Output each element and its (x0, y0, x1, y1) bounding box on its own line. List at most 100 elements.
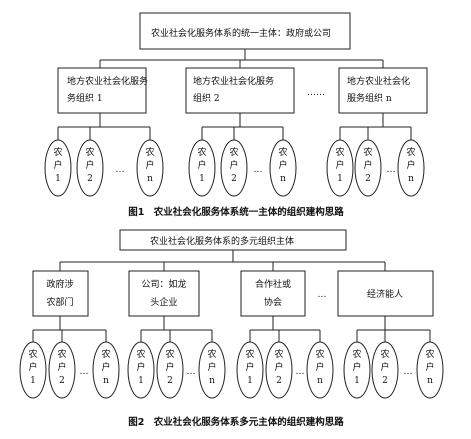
farmer-label: 农 (425, 348, 434, 360)
farmer-label: 农 (85, 146, 94, 158)
farmer-label: n (427, 376, 433, 386)
fig2-org-2-line2: 头企业 (150, 296, 177, 308)
farmer-label: 农 (335, 146, 344, 158)
farmer-label: 2 (167, 376, 173, 386)
fig2-org-box-government (32, 270, 89, 317)
farmer-label: 2 (87, 174, 93, 184)
fig1-farmer-3-1 (326, 139, 354, 197)
fig2-org-1-line2: 农部门 (46, 296, 73, 308)
fig1-farmer-2-n (269, 139, 297, 197)
fig1-org-n-line1: 地方农业社会化 (347, 75, 410, 87)
farmer-label: 农 (274, 348, 283, 360)
farmer-label: 农 (136, 348, 145, 360)
fig2-org-box-able-person (337, 270, 434, 317)
farmer-gap-dots: … (116, 165, 125, 175)
fig2-caption: 图2 农业社会化服务体系多元主体的组织建构思路 (128, 416, 344, 428)
farmer-label: 1 (138, 376, 144, 386)
fig1-caption: 图1 农业社会化服务体系统一主体的组织建构思路 (128, 206, 344, 218)
fig2-org-1-line1: 政府涉 (46, 278, 73, 290)
farmer-label: 农 (406, 146, 415, 158)
fig1-farmer-1-2 (76, 139, 104, 197)
farmer-label: 1 (199, 174, 205, 184)
fig2-farmer-1-1 (19, 341, 47, 399)
fig2-farmer-groups: 农户1农户2农户n…农户1农户2农户n…农户1农户2农户n…农户1农户2农户n… (19, 330, 444, 399)
farmer-label: 1 (247, 376, 253, 386)
farmer-label: 农 (352, 348, 361, 360)
farmer-label: 户 (53, 159, 62, 171)
fig2-farmer-1-n (92, 341, 120, 399)
farmer-label: 户 (245, 361, 254, 373)
farmer-label: 户 (101, 361, 110, 373)
farmer-label: 户 (363, 159, 372, 171)
farmer-gap-dots: … (254, 165, 263, 175)
farmer-label: n (317, 376, 323, 386)
farmer-label: 农 (145, 146, 154, 158)
fig1-farmer-2-1 (188, 139, 216, 197)
fig2-farmer-2-1 (127, 341, 155, 399)
fig1-farmer-1-n (136, 139, 164, 197)
farmer-label: 户 (335, 159, 344, 171)
fig1-farmer-3-2 (354, 139, 382, 197)
farmer-label: 1 (337, 174, 343, 184)
farmer-label: 户 (57, 361, 66, 373)
farmer-label: 户 (145, 159, 154, 171)
farmer-label: 2 (59, 376, 65, 386)
fig2-farmer-4-2 (371, 341, 399, 399)
farmer-label: 1 (354, 376, 360, 386)
farmer-label: 户 (229, 159, 238, 171)
farmer-label: 户 (425, 361, 434, 373)
fig1-org-2-line2: 组织 2 (193, 92, 220, 104)
farmer-label: 户 (28, 361, 37, 373)
fig2-farmer-4-n (416, 341, 444, 399)
fig2-org-box-cooperative (240, 270, 306, 317)
fig2-farmer-2-2 (156, 341, 184, 399)
farmer-label: 户 (85, 159, 94, 171)
farmer-label: 农 (207, 348, 216, 360)
fig2-org-box-company (128, 270, 200, 317)
farmer-label: 1 (55, 174, 61, 184)
farmer-label: 农 (28, 348, 37, 360)
fig2-farmer-4-1 (343, 341, 371, 399)
farmer-label: 农 (101, 348, 110, 360)
farmer-gap-dots: … (80, 367, 89, 377)
farmer-label: 农 (165, 348, 174, 360)
farmer-label: n (408, 174, 414, 184)
farmer-label: n (103, 376, 109, 386)
farmer-label: n (209, 376, 215, 386)
farmer-label: 户 (274, 361, 283, 373)
fig1-root-box (139, 12, 351, 50)
farmer-label: 农 (380, 348, 389, 360)
fig1-farmer-1-1 (44, 139, 72, 197)
fig2-farmer-2-n (198, 341, 226, 399)
farmer-label: 户 (380, 361, 389, 373)
farmer-label: 户 (315, 361, 324, 373)
fig2-org-2-line1: 公司：如龙 (141, 278, 186, 290)
farmer-label: 户 (352, 361, 361, 373)
farmer-label: 农 (57, 348, 66, 360)
farmer-label: 2 (231, 174, 237, 184)
farmer-label: 1 (30, 376, 36, 386)
fig1-farmer-3-n (397, 139, 425, 197)
fig1-org-box-1 (57, 67, 147, 114)
fig2-farmer-3-1 (236, 341, 264, 399)
fig1-farmer-groups: 农户1农户2农户n…农户1农户2农户n…农户1农户2农户n… (44, 127, 425, 197)
farmer-label: n (147, 174, 153, 184)
fig1-org-1-line1: 地方农业社会化服务 (67, 75, 148, 87)
fig2-root-label: 农业社会化服务体系的多元组织主体 (150, 235, 294, 247)
farmer-gap-dots: … (296, 367, 305, 377)
farmer-label: 农 (363, 146, 372, 158)
farmer-label: 户 (207, 361, 216, 373)
farmer-label: 农 (197, 146, 206, 158)
farmer-gap-dots: … (404, 367, 413, 377)
fig2-farmer-3-2 (265, 341, 293, 399)
fig2-org-gap-dots: … (318, 290, 327, 300)
fig2-org-3-line2: 协会 (264, 296, 282, 308)
farmer-gap-dots: … (387, 165, 396, 175)
farmer-label: 2 (276, 376, 282, 386)
farmer-gap-dots: … (187, 367, 196, 377)
farmer-label: 户 (406, 159, 415, 171)
farmer-label: 户 (278, 159, 287, 171)
farmer-label: 2 (382, 376, 388, 386)
farmer-label: 农 (278, 146, 287, 158)
